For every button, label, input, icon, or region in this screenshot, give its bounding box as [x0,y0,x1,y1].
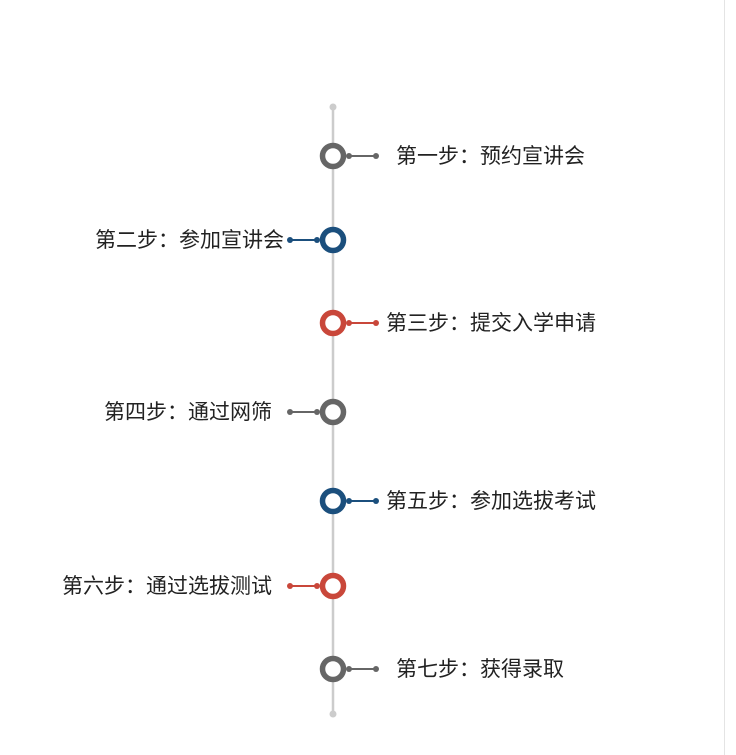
connector-dot-inner [314,583,320,589]
connector-dot-outer [373,320,379,326]
axis-end-dot [329,710,337,718]
step-node-ring [319,398,347,426]
step-node-ring [319,487,347,515]
connector-dot-outer [287,237,293,243]
step-label: 第七步：获得录取 [396,657,564,681]
step-node-ring [319,572,347,600]
step-node-ring [319,655,347,683]
step-label: 第四步：通过网筛 [104,400,272,424]
step-label: 第三步：提交入学申请 [386,311,596,335]
connector-dot-inner [314,237,320,243]
step-label: 第六步：通过选拔测试 [62,574,272,598]
connector-dot-outer [287,583,293,589]
step-label: 第二步：参加宣讲会 [95,228,284,252]
connector-dot-inner [314,409,320,415]
axis-start-dot [329,103,337,111]
right-edge-divider [724,0,725,755]
connector-dot-inner [346,320,352,326]
connector-dot-outer [373,153,379,159]
step-node-ring [319,226,347,254]
connector-dot-outer [373,666,379,672]
step-label: 第一步：预约宣讲会 [396,144,585,168]
connector-dot-inner [346,153,352,159]
connector-dot-inner [346,666,352,672]
connector-dot-inner [346,498,352,504]
connector-dot-outer [373,498,379,504]
connector-dot-outer [287,409,293,415]
step-node-ring [319,142,347,170]
step-node-ring [319,309,347,337]
step-label: 第五步：参加选拔考试 [386,489,596,513]
